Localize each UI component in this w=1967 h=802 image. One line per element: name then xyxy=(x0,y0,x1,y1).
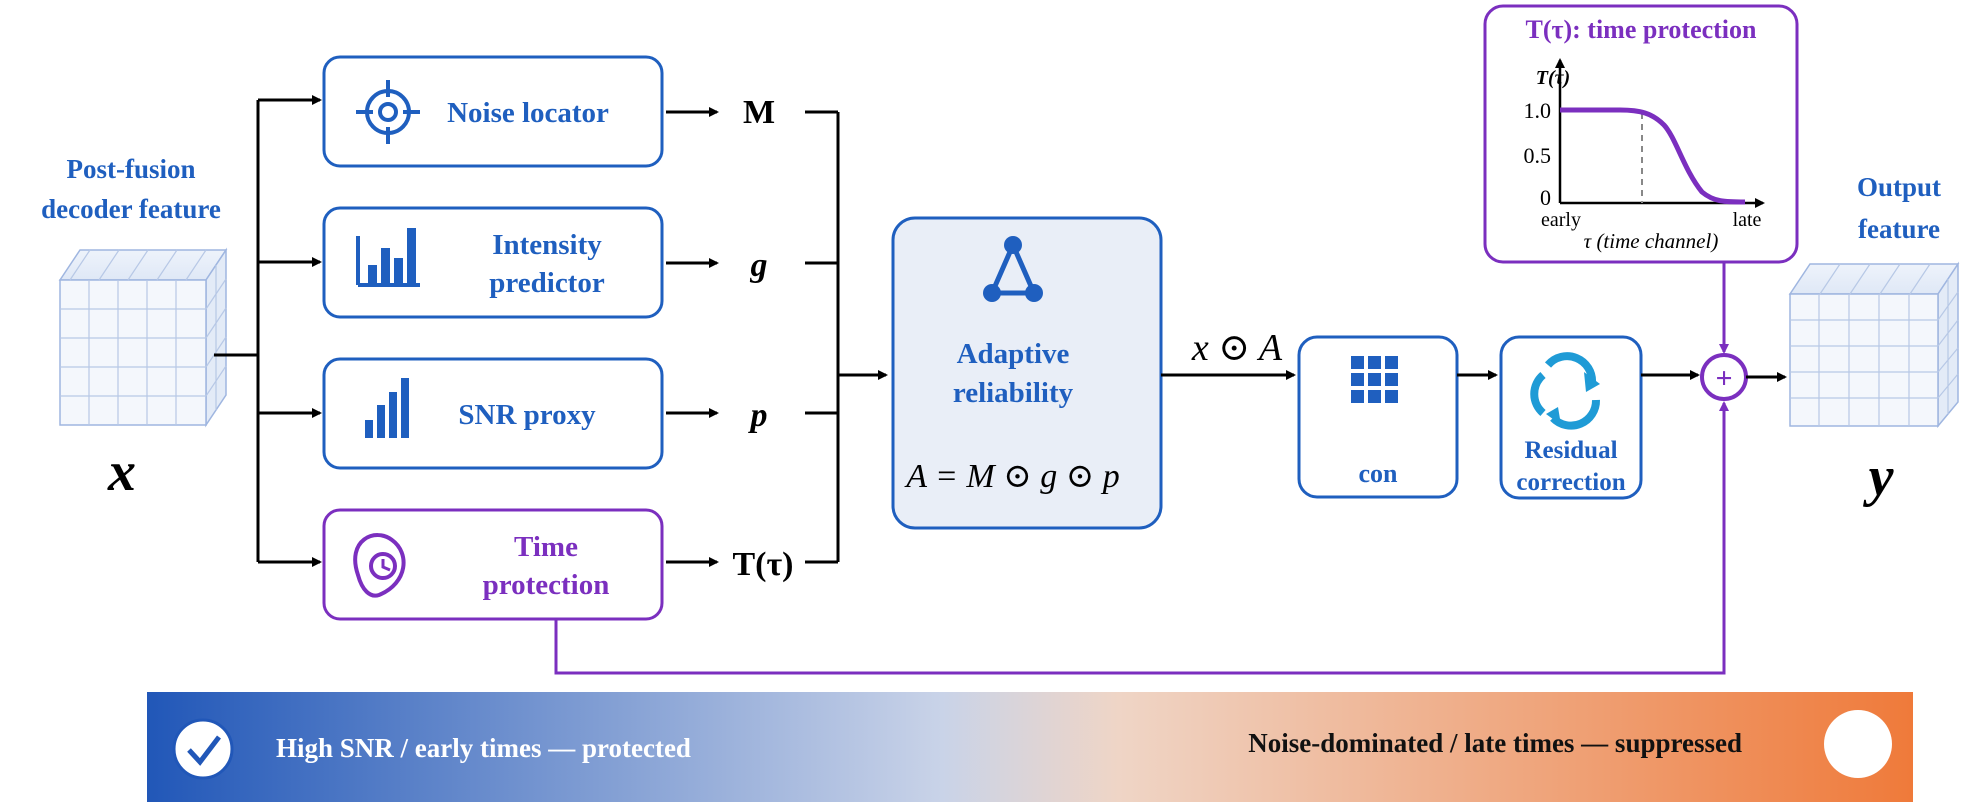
legend-right-text: Noise-dominated / late times — suppresse… xyxy=(1248,728,1742,758)
plot-x-tick-left: early xyxy=(1541,209,1581,231)
plot-x-tick-right: late xyxy=(1733,209,1762,231)
plot-x-label: τ (time channel) xyxy=(1584,229,1719,253)
snr-proxy-module[interactable]: SNR proxy xyxy=(322,357,664,470)
time-protection-module[interactable]: Time protection xyxy=(322,508,664,621)
residual-label-line2: correction xyxy=(1516,469,1625,496)
check-icon xyxy=(172,718,234,780)
residual-label-line1: Residual xyxy=(1524,437,1617,464)
plot-y-tick-3: 0 xyxy=(1540,185,1551,210)
time-skip-connection xyxy=(554,401,1729,675)
time-protection-label-line2: protection xyxy=(483,569,610,601)
legend-left-text: High SNR / early times — protected xyxy=(276,733,691,763)
bar-chart-icon xyxy=(356,228,420,287)
intensity-predictor-label-line2: predictor xyxy=(489,267,605,299)
input-branch-lines xyxy=(214,95,322,567)
reliability-label-line1: Adaptive xyxy=(957,338,1070,370)
snr-proxy-output: p xyxy=(748,397,768,434)
intensity-predictor-module[interactable]: Intensity predictor xyxy=(322,206,664,319)
output-tensor-icon xyxy=(1788,261,1960,429)
refresh-cycle-icon xyxy=(1530,352,1601,430)
plot-y-tick-2: 0.5 xyxy=(1524,143,1552,168)
plot-curve xyxy=(1560,107,1746,205)
time-protection-label-line1: Time xyxy=(514,531,578,563)
intensity-predictor-output: g xyxy=(750,247,768,284)
output-title-line2: feature xyxy=(1858,214,1940,244)
time-pin-icon xyxy=(353,533,406,598)
product-label: x ⊙ A xyxy=(1191,327,1283,369)
snr-proxy-label: SNR proxy xyxy=(458,399,596,431)
plot-y-label: T(τ) xyxy=(1536,67,1570,89)
plot-y-tick-1: 1.0 xyxy=(1524,98,1552,123)
sum-symbol: + xyxy=(1715,362,1732,395)
input-symbol: x xyxy=(107,441,136,503)
time-protection-output: T(τ) xyxy=(733,546,794,583)
noise-locator-output: M xyxy=(743,94,775,131)
crosshair-icon xyxy=(356,80,420,144)
intensity-predictor-label-line1: Intensity xyxy=(492,229,602,261)
input-tensor-icon xyxy=(58,247,228,428)
time-protection-plot: T(τ): time protection T(τ) 1.0 0.5 0 ear… xyxy=(1483,4,1799,264)
conv-module[interactable]: con xyxy=(1297,335,1459,499)
output-title-line1: Output xyxy=(1857,172,1941,202)
suppressed-marker-icon xyxy=(1824,710,1892,778)
residual-correction-module[interactable]: Residual correction xyxy=(1499,335,1643,500)
plot-title: T(τ): time protection xyxy=(1526,15,1758,44)
output-symbol: y xyxy=(1863,446,1895,508)
input-title-line1: Post-fusion xyxy=(66,154,195,184)
reliability-label-line2: reliability xyxy=(953,377,1074,409)
snr-legend-bar: High SNR / early times — protected Noise… xyxy=(147,692,1913,802)
noise-locator-label: Noise locator xyxy=(447,97,609,129)
conv-label: con xyxy=(1359,459,1399,488)
grid-icon xyxy=(1351,356,1398,403)
merge-bracket xyxy=(805,110,888,564)
triangle-network-icon xyxy=(983,236,1043,302)
noise-locator-module[interactable]: Noise locator xyxy=(322,55,664,168)
input-title-line2: decoder feature xyxy=(41,194,221,224)
reliability-formula: A = M ⊙ g ⊙ p xyxy=(904,458,1119,495)
signal-strength-icon xyxy=(365,378,409,438)
sum-node: + xyxy=(1700,353,1748,401)
adaptive-reliability-module[interactable]: Adaptive reliability A = M ⊙ g ⊙ p xyxy=(891,216,1163,530)
